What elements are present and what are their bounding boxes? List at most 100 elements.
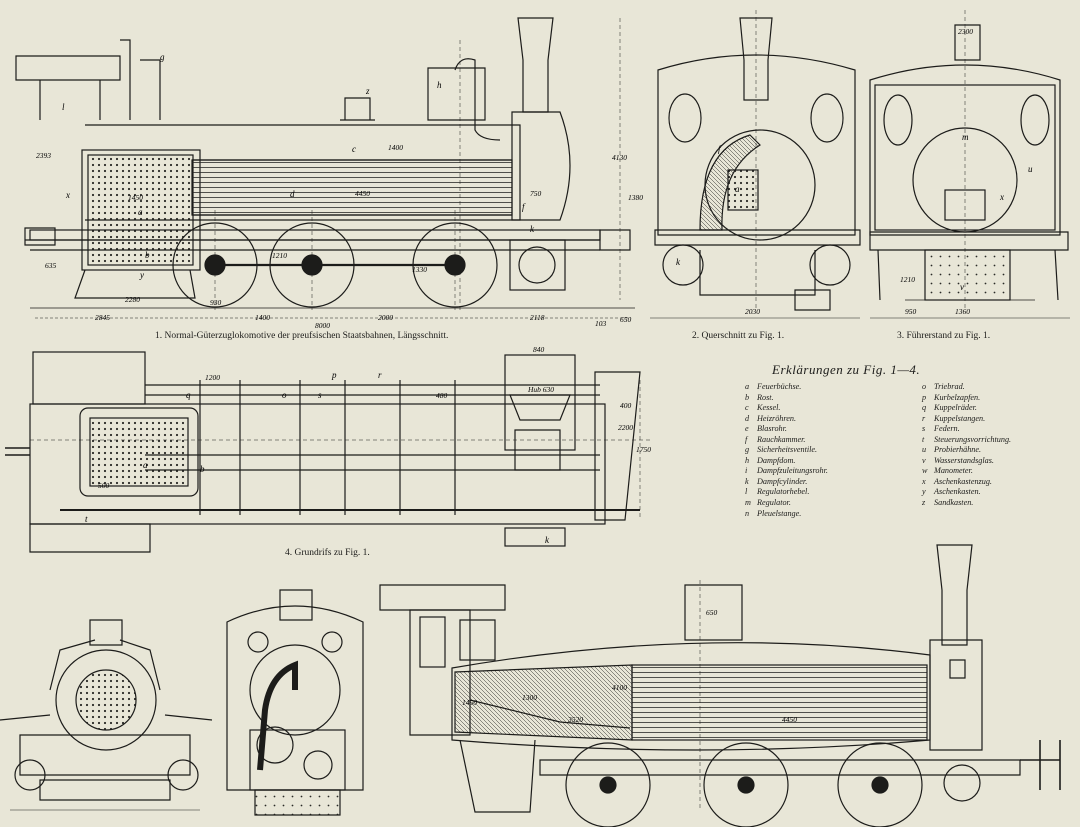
legend-key: y (922, 487, 926, 497)
label-c: c (352, 144, 356, 154)
legend-title: Erklärungen zu Fig. 1—4. (772, 362, 921, 377)
legend-key: r (922, 413, 926, 423)
dim-2393: 2393 (36, 151, 51, 160)
legend-key: q (922, 403, 927, 413)
cross-section-middle (226, 589, 364, 816)
caption-fig1: 1. Normal-Güterzuglokomotive der preufsi… (155, 331, 449, 341)
legend-text: Feuerbüchse. (757, 382, 802, 391)
dim-4450-bottom: 4450 (782, 715, 797, 724)
legend-key: m (745, 498, 751, 508)
fig4-plan-view (5, 351, 650, 553)
legend-item-m: m Regulator. (745, 498, 828, 509)
dim-4100: 4100 (612, 683, 627, 692)
caption-fig2: 2. Querschnitt zu Fig. 1. (692, 331, 785, 341)
caption-fig3: 3. Führerstand zu Fig. 1. (897, 331, 991, 341)
fig3-label-u: u (1028, 164, 1033, 174)
fig4-annotations: 1200 840 Hub 630 2200 1750 500 400 480 a… (85, 345, 651, 545)
fig3-label-v: v (960, 282, 964, 292)
legend-text: Kessel. (757, 403, 781, 413)
fig4-label-p: p (331, 370, 337, 380)
legend-text: Triebrad. (934, 382, 965, 391)
fig1-dimensions: 2845 1400 2000 2118 103 650 8000 4450 75… (36, 143, 643, 330)
fig4-label-s: s (318, 390, 322, 400)
front-view-left (0, 619, 213, 811)
legend-item-a: a Feuerbüchse. (745, 382, 828, 393)
fig4-label-r: r (378, 370, 382, 380)
label-b: b (145, 250, 150, 260)
dim-1360: 1360 (955, 307, 970, 316)
dim-4130: 4130 (612, 153, 627, 162)
fig3-dim-1210: 1210 (900, 275, 915, 284)
legend-item-o: o Triebrad. (922, 382, 1011, 393)
label-g: g (160, 52, 165, 62)
fig1-longitudinal-section (15, 17, 635, 319)
dim-1400: 1400 (255, 313, 270, 322)
legend-key: e (745, 424, 749, 434)
legend-item-n: n Pleuelstange. (745, 509, 828, 520)
legend-text: Blasrohr. (757, 424, 787, 434)
legend-text: Manometer. (934, 466, 973, 476)
legend-text: Wasserstandsglas. (934, 455, 994, 465)
dim-hub: Hub 630 (527, 385, 554, 394)
dim-750: 750 (530, 189, 542, 198)
legend-key: g (745, 445, 750, 455)
dim-1450-bottom: 1450 (462, 698, 477, 707)
dim-950: 950 (905, 307, 917, 316)
legend-item-c: c Kessel. (745, 403, 828, 414)
label-x: x (65, 190, 70, 200)
fig4-label-t: t (85, 514, 88, 524)
fig3-driver-cab (869, 10, 1070, 319)
dim-2030: 2030 (745, 307, 760, 316)
legend-text: Regulator. (757, 498, 791, 508)
dim-2280: 2280 (125, 295, 140, 304)
label-k: k (530, 224, 535, 234)
dim-930: 930 (210, 298, 222, 307)
label-l: l (62, 102, 65, 112)
dim-1200: 1200 (205, 373, 220, 382)
legend-key: n (745, 508, 750, 518)
legend-key: i (745, 466, 748, 476)
legend-text: Steuerungsvorrichtung. (934, 434, 1012, 444)
dim-650: 650 (620, 315, 632, 324)
label-h: h (437, 80, 442, 90)
legend-key: d (745, 413, 750, 423)
legend-key: o (922, 382, 927, 391)
dim-1380: 1380 (628, 193, 643, 202)
legend-text: Rauchkammer. (757, 434, 806, 444)
legend-item-f: f Rauchkammer. (745, 435, 828, 446)
dim-4450: 4450 (355, 189, 370, 198)
legend-text: Rost. (757, 392, 774, 402)
legend-item-e: e Blasrohr. (745, 424, 828, 435)
legend-key: s (922, 424, 926, 434)
label-y: y (139, 270, 144, 280)
fig2-label-a: a (735, 184, 740, 194)
legend-key: u (922, 445, 927, 455)
legend-key: c (745, 403, 749, 413)
dim-3520: 3520 (567, 715, 583, 724)
fig2-label-f: f (718, 144, 722, 154)
legend-text: Pleuelstange. (757, 508, 802, 518)
fig2-cross-section (650, 10, 861, 319)
legend-key: l (745, 487, 748, 497)
fig3-label-m: m (962, 132, 969, 142)
legend-key: a (745, 382, 750, 391)
dim-2845: 2845 (95, 313, 110, 322)
fig2-annotations: 2030 a f k (676, 144, 760, 316)
legend-key: f (745, 434, 748, 444)
legend-text: Aschenkastenzug. (934, 476, 992, 486)
dim-1210: 1210 (272, 251, 287, 260)
dim-650-bottom: 650 (706, 608, 718, 617)
legend-text: Dampfcylinder. (757, 476, 808, 486)
